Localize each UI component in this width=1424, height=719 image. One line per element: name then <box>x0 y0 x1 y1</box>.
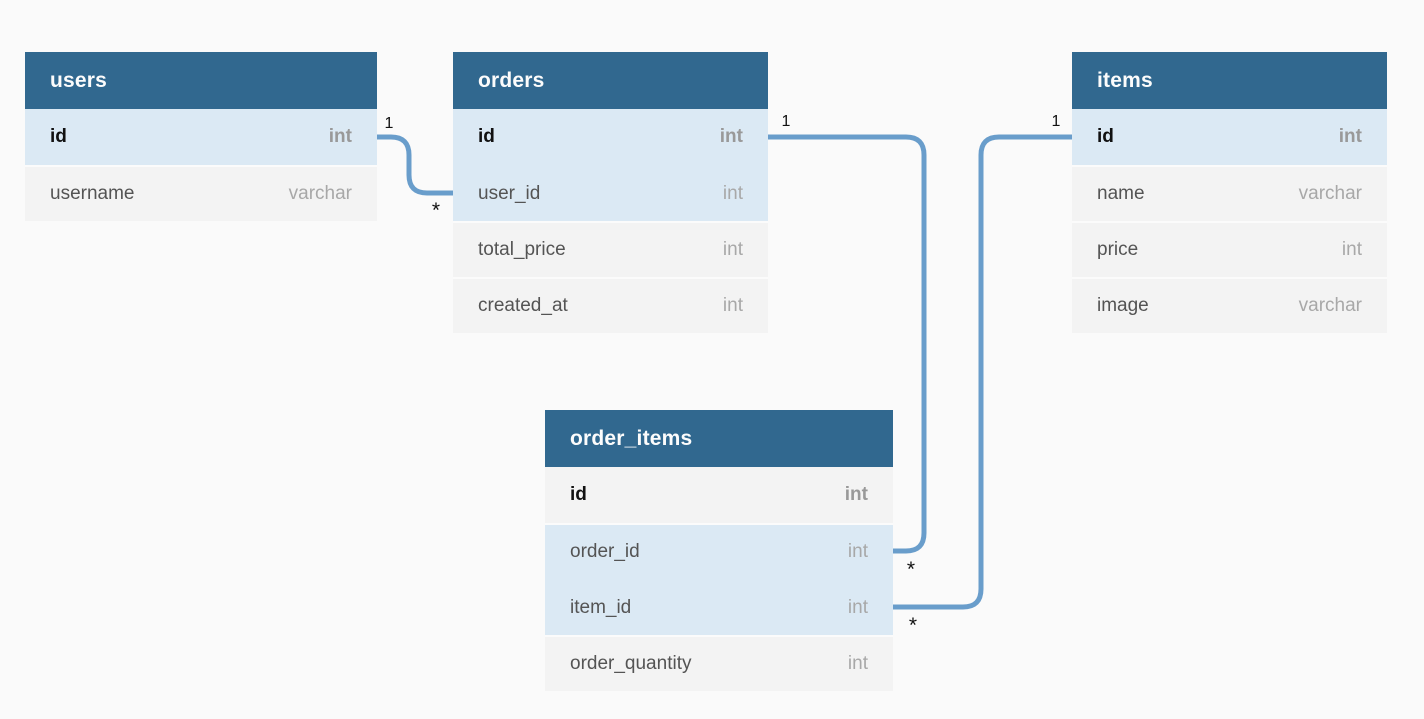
field-row-orders-id: id int <box>453 109 768 165</box>
field-row-order_items-order_id: order_id int <box>545 523 893 579</box>
table-header-orders[interactable]: orders <box>453 52 768 109</box>
table-title: orders <box>478 68 545 92</box>
table-title: items <box>1097 68 1153 92</box>
table-users[interactable]: users id int username varchar <box>25 52 377 221</box>
field-row-orders-total_price: total_price int <box>453 221 768 277</box>
relationship-connector-orders-order_items[interactable] <box>768 134 927 554</box>
field-type: int <box>1341 239 1362 260</box>
field-row-users-id: id int <box>25 109 377 165</box>
relationship-connector-items-order_items[interactable] <box>893 134 1072 610</box>
field-type: int <box>1338 126 1362 147</box>
cardinality-label: * <box>432 199 440 222</box>
field-row-items-name: name varchar <box>1072 165 1387 221</box>
field-name: id <box>570 484 587 505</box>
field-name: order_id <box>570 541 640 562</box>
field-row-items-id: id int <box>1072 109 1387 165</box>
field-row-orders-created_at: created_at int <box>453 277 768 333</box>
field-type: varchar <box>1298 183 1362 204</box>
field-name: item_id <box>570 597 632 618</box>
table-header-users[interactable]: users <box>25 52 377 109</box>
field-name: id <box>1097 126 1114 147</box>
field-name: id <box>50 126 67 147</box>
field-row-order_items-id: id int <box>545 467 893 523</box>
field-name: price <box>1097 239 1139 260</box>
table-header-items[interactable]: items <box>1072 52 1387 109</box>
field-type: int <box>847 541 868 562</box>
field-type: int <box>844 484 868 505</box>
field-name: created_at <box>478 295 568 316</box>
field-type: varchar <box>1298 295 1362 316</box>
field-row-users-username: username varchar <box>25 165 377 221</box>
field-name: order_quantity <box>570 653 692 674</box>
cardinality-label: 1 <box>1052 113 1061 130</box>
field-type: int <box>847 653 868 674</box>
field-type: int <box>328 126 352 147</box>
field-type: int <box>847 597 868 618</box>
cardinality-label: * <box>909 614 917 637</box>
field-name: id <box>478 126 495 147</box>
field-row-order_items-item_id: item_id int <box>545 579 893 635</box>
field-type: int <box>719 126 743 147</box>
field-row-items-image: image varchar <box>1072 277 1387 333</box>
field-row-order_items-order_quantity: order_quantity int <box>545 635 893 691</box>
field-row-items-price: price int <box>1072 221 1387 277</box>
cardinality-label: * <box>907 558 915 581</box>
field-type: int <box>722 295 743 316</box>
table-header-order_items[interactable]: order_items <box>545 410 893 467</box>
cardinality-label: 1 <box>385 115 394 132</box>
table-title: order_items <box>570 426 693 450</box>
field-type: int <box>722 239 743 260</box>
field-name: username <box>50 183 135 204</box>
relationship-connector-users-orders[interactable] <box>377 134 453 196</box>
field-name: name <box>1097 183 1145 204</box>
cardinality-label: 1 <box>782 113 791 130</box>
field-name: user_id <box>478 183 541 204</box>
table-title: users <box>50 68 108 92</box>
field-name: image <box>1097 295 1149 316</box>
field-name: total_price <box>478 239 566 260</box>
field-type: varchar <box>288 183 352 204</box>
field-row-orders-user_id: user_id int <box>453 165 768 221</box>
field-type: int <box>722 183 743 204</box>
table-items[interactable]: items id int name varchar price int image varcha… <box>1072 52 1387 333</box>
